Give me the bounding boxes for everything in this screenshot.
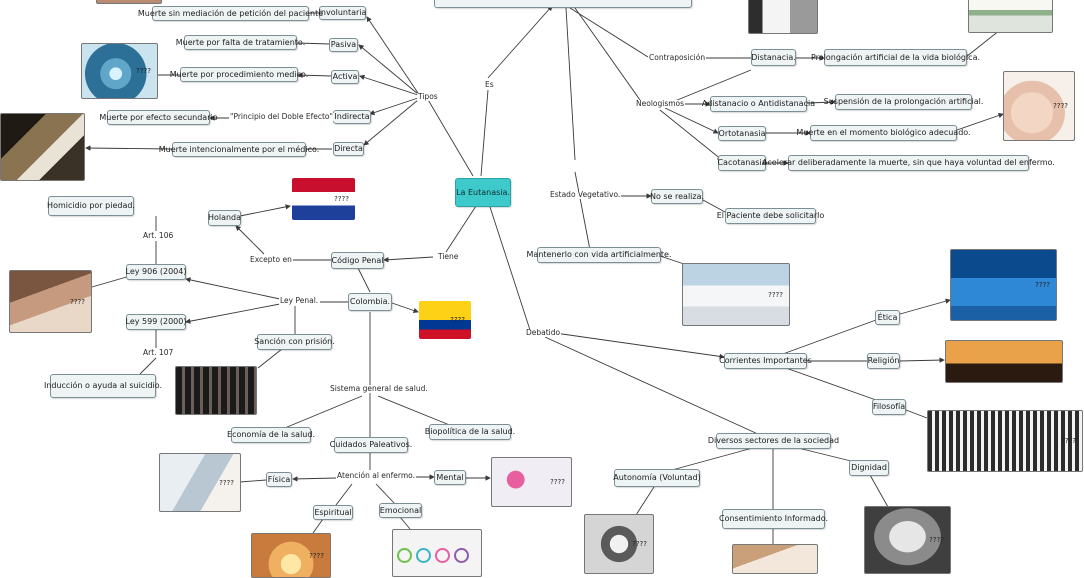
node-filosofia[interactable]: Filosofía — [872, 399, 906, 415]
label-neologismos: Neologismos — [635, 99, 686, 108]
node-directa[interactable]: Directa — [333, 142, 364, 156]
label-art-107: Art. 107 — [142, 348, 175, 357]
label-estado-vegetativo: Estado Vegetativo. — [549, 190, 622, 199]
image-physical-care: ???? — [159, 453, 241, 512]
image-dignity: ???? — [864, 506, 951, 574]
node-homicidio[interactable]: Homicidio por piedad. — [47, 196, 135, 216]
node-sancion[interactable]: Sanción con prisión. — [254, 334, 335, 350]
node-activa[interactable]: Activa — [331, 70, 359, 84]
node-involuntaria[interactable]: Involuntaria — [319, 6, 366, 20]
image-prison — [175, 366, 257, 415]
label-ley-penal: Ley Penal. — [279, 296, 320, 305]
image-ethics-signpost: ???? — [950, 249, 1057, 321]
node-cacotanasia-desc[interactable]: Acelerar deliberadamente la muerte, sin … — [762, 155, 1055, 171]
node-cacotanasia[interactable]: Cacotanasia — [717, 155, 767, 171]
node-adistanacio-desc[interactable]: Suspensión de la prolongación artificial… — [824, 94, 983, 110]
node-pasiva[interactable]: Pasiva — [329, 38, 358, 52]
node-ley-906[interactable]: Ley 906 (2004) — [126, 264, 186, 280]
node-ley-599[interactable]: Ley 599 (2000) — [126, 314, 186, 330]
node-diversos-sectores[interactable]: Diversos sectores de la sociedad — [708, 433, 839, 449]
node-etica[interactable]: Ética — [875, 310, 900, 325]
image-consent — [732, 544, 818, 574]
node-indirecta[interactable]: Indirecta — [333, 110, 371, 124]
node-ortotanasia-desc[interactable]: Muerte en el momento biológico adecuado. — [796, 125, 971, 141]
node-biopolitica[interactable]: Biopolítica de la salud. — [425, 424, 515, 440]
node-holanda[interactable]: Holanda — [208, 210, 241, 226]
label-debatido: Debatido — [525, 328, 562, 337]
label-atencion: Atención al enfermo. — [336, 471, 417, 480]
node-activa-desc[interactable]: Muerte por procedimiento medico. — [170, 67, 308, 82]
label-contraposicion: Contraposición — [648, 53, 707, 62]
image-hospital-patient: ???? — [682, 263, 790, 326]
node-colombia[interactable]: Colombia. — [348, 293, 392, 311]
image-hospital-bed — [968, 0, 1053, 33]
image-injection — [0, 113, 85, 181]
flag-netherlands: ???? — [292, 178, 355, 220]
image-autonomy: ???? — [584, 514, 654, 574]
label-art-106: Art. 106 — [142, 231, 175, 240]
image-surgery: ???? — [81, 43, 158, 99]
definition-node[interactable] — [434, 0, 692, 8]
label-excepto-en: Excepto en — [249, 255, 293, 264]
node-espiritual[interactable]: Espiritual — [313, 505, 353, 520]
node-cuidados-paleativos[interactable]: Cuidados Paleativos. — [330, 437, 412, 453]
label-doble-efecto: "Principio del Doble Efecto" — [229, 112, 334, 121]
node-emocional[interactable]: Emocional — [379, 503, 422, 518]
node-adistanacio[interactable]: Adistanacio o Antidistanacia — [702, 96, 815, 112]
node-economia[interactable]: Economía de la salud. — [227, 427, 315, 443]
image-religions — [945, 340, 1063, 383]
node-codigo-penal[interactable]: Código Penal — [331, 252, 384, 269]
node-autonomia[interactable]: Autonomía (Voluntad) — [613, 469, 701, 487]
node-corrientes[interactable]: Corrientes Importantes — [719, 353, 812, 369]
node-ortotanasia[interactable]: Ortotanasia — [718, 126, 766, 141]
image-spiritual: ???? — [251, 533, 331, 578]
node-religion[interactable]: Religión — [867, 353, 900, 369]
image-emotions — [392, 529, 482, 577]
root-node-eutanasia[interactable]: La Eutanasia. — [455, 178, 511, 207]
label-es: Es — [484, 80, 495, 89]
label-tipos: Tipos — [417, 92, 439, 101]
node-mental[interactable]: Mental — [434, 470, 466, 485]
node-pasiva-desc[interactable]: Muerte por falta de tratamiento. — [176, 35, 305, 50]
node-distanacia-desc[interactable]: Prolongación artificial de la vida bioló… — [811, 49, 980, 66]
node-directa-desc[interactable]: Muerte intencionalmente por el médico. — [159, 142, 319, 157]
node-indirecta-desc[interactable]: Muerte por efecto secundario — [99, 110, 218, 125]
label-sistema-salud: Sistema general de salud. — [329, 384, 429, 393]
flag-colombia: ???? — [419, 301, 471, 339]
node-involuntaria-desc[interactable]: Muerte sin mediación de petición del pac… — [138, 6, 323, 21]
node-paciente-solicita[interactable]: El Paciente debe solicitarlo — [717, 208, 824, 224]
image-caring-hands: ???? — [1003, 71, 1075, 141]
node-no-se-realiza[interactable]: No se realiza. — [650, 189, 704, 204]
node-distanacia[interactable]: Distanacia. — [751, 49, 796, 66]
image-patient — [96, 0, 162, 4]
image-suicide: ???? — [9, 270, 92, 333]
image-mental-health: ???? — [491, 457, 572, 507]
node-induccion[interactable]: Inducción o ayuda al suicidio. — [44, 374, 162, 398]
node-consentimiento[interactable]: Consentimiento Informado. — [719, 509, 828, 529]
node-dignidad[interactable]: Dignidad — [849, 460, 889, 476]
label-tiene: Tiene — [437, 252, 460, 261]
node-mantenerlo-con-vida[interactable]: Mantenerlo con vida artificialmente. — [527, 247, 672, 263]
image-doctor — [748, 0, 818, 34]
node-fisica[interactable]: Física — [266, 472, 292, 487]
image-philosophy: ???? — [927, 410, 1083, 472]
